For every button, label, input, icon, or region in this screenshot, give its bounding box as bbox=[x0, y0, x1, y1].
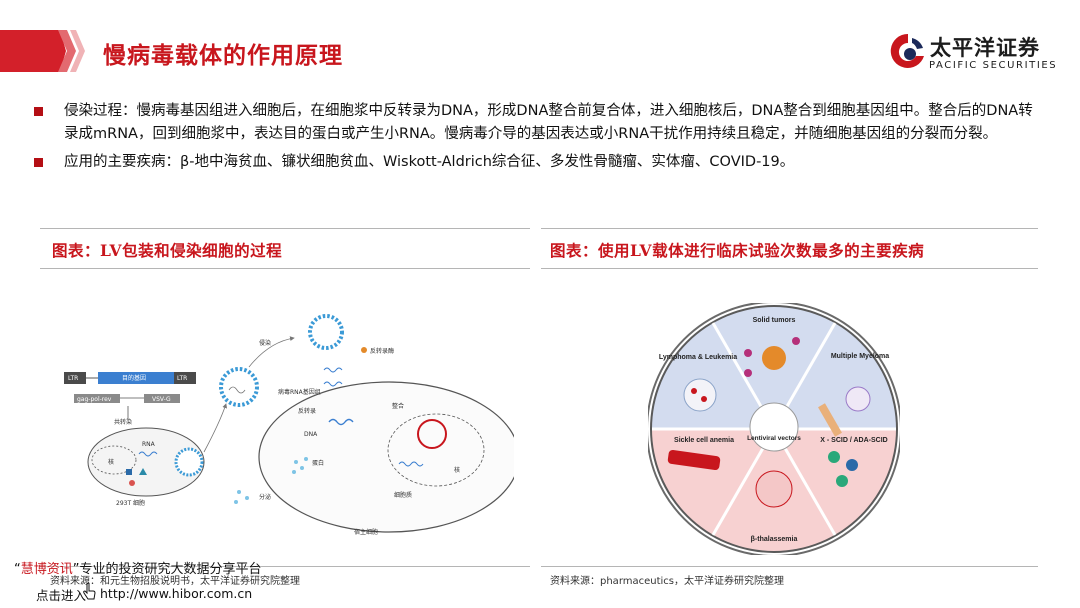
producer-cell-293t: 核 RNA bbox=[87, 427, 205, 497]
segment-label-thalassemia: β-thalassemia bbox=[751, 536, 798, 543]
bullet-infection-process: 侵染过程：慢病毒基因组进入细胞后，在细胞浆中反转录为DNA，形成DNA整合前复合… bbox=[34, 100, 1040, 145]
host-cell-label: 宿主细胞 bbox=[354, 528, 378, 536]
released-virus bbox=[219, 367, 259, 407]
lymphoma-blood-icon bbox=[683, 378, 717, 412]
integrate-label: 整合 bbox=[392, 402, 404, 410]
center-label: Lentiviral vectors bbox=[747, 435, 801, 442]
disease-wheel-diagram: Solid tumors Multiple Myeloma X - SCID /… bbox=[648, 303, 900, 555]
pacific-securities-logo-icon bbox=[890, 33, 924, 68]
watermark-url-link[interactable]: http://www.hibor.com.cn bbox=[100, 586, 253, 601]
segment-label-multiple-myeloma: Multiple Myeloma bbox=[831, 353, 889, 360]
cytoplasm-label: 细胞质 bbox=[394, 491, 412, 499]
logo-name-cn: 太平洋证券 bbox=[930, 36, 1040, 60]
gag-pol-label: gag-pol-rev bbox=[77, 396, 112, 403]
cotransfect-label: 共转染 bbox=[114, 418, 132, 426]
solid-tumor-cells-icon bbox=[744, 337, 800, 377]
left-panel-title: 图表：LV包装和侵染细胞的过程 bbox=[52, 241, 283, 260]
watermark-brand: 慧博资讯 bbox=[20, 562, 73, 577]
reverse-transcriptase-label: 反转录酶 bbox=[370, 347, 394, 355]
bullet-main-diseases: 应用的主要疾病：β-地中海贫血、镰状细胞贫血、Wiskott-Aldrich综合… bbox=[34, 151, 1040, 174]
secrete-label: 分泌 bbox=[259, 493, 271, 501]
budding-virus bbox=[174, 447, 204, 477]
pointer-hand-icon bbox=[83, 582, 96, 600]
ltr-left-label: LTR bbox=[68, 375, 78, 382]
sickle-cell-vessel-icon bbox=[667, 449, 721, 471]
left-panel-top-rule bbox=[40, 228, 530, 229]
page-title: 慢病毒载体的作用原理 bbox=[103, 42, 343, 69]
lv-packaging-diagram: LTR 目的基因 LTR gag-pol-rev VSV-G 共转染 核 RNA… bbox=[64, 314, 514, 536]
watermark-tagline: ”专业的投资研究大数据分享平台 bbox=[72, 562, 262, 577]
bullet-text: 侵染过程：慢病毒基因组进入细胞后，在细胞浆中反转录为DNA，形成DNA整合前复合… bbox=[64, 103, 1033, 142]
right-panel-title: 图表：使用LV载体进行临床试验次数最多的主要疾病 bbox=[550, 241, 925, 260]
rna-label: RNA bbox=[142, 441, 156, 448]
bullet-list: 侵染过程：慢病毒基因组进入细胞后，在细胞浆中反转录为DNA，形成DNA整合前复合… bbox=[34, 100, 1040, 174]
nucleus-label: 核 bbox=[108, 458, 114, 466]
left-panel-bottom-rule bbox=[40, 566, 530, 567]
vsvg-label: VSV-G bbox=[152, 396, 171, 403]
transfer-plasmid: LTR 目的基因 LTR bbox=[64, 372, 196, 384]
producer-cell-label: 293T 细胞 bbox=[116, 499, 145, 507]
left-panel-title-rule bbox=[40, 268, 530, 269]
reverse-transcription-label: 反转录 bbox=[298, 407, 316, 415]
right-panel-title-rule bbox=[541, 268, 1038, 269]
left-panel-source: 资料来源：和元生物招股说明书，太平洋证券研究院整理 bbox=[50, 576, 300, 587]
segment-label-lymphoma: Lymphoma & Leukemia bbox=[659, 354, 737, 361]
host-nucleus-label: 核 bbox=[454, 466, 460, 474]
right-panel-top-rule bbox=[541, 228, 1038, 229]
watermark-line-1: “慧博资讯”专业的投资研究大数据分享平台 bbox=[14, 558, 262, 577]
segment-label-solid-tumors: Solid tumors bbox=[753, 317, 796, 324]
viral-rna-genome-label: 病毒RNA基因组 bbox=[278, 388, 321, 396]
header-arrow-decoration bbox=[0, 30, 85, 72]
logo-name-en: PACIFIC SECURITIES bbox=[929, 60, 1058, 71]
segment-label-scid: X - SCID / ADA-SCID bbox=[820, 437, 887, 444]
bullet-text: 应用的主要疾病：β-地中海贫血、镰状细胞贫血、Wiskott-Aldrich综合… bbox=[64, 154, 795, 170]
infect-label: 侵染 bbox=[259, 339, 271, 347]
center-hub bbox=[749, 402, 799, 452]
target-gene-label: 目的基因 bbox=[122, 374, 146, 382]
bullet-square-icon bbox=[34, 158, 43, 167]
right-panel-source: 资料来源：pharmaceutics，太平洋证券研究院整理 bbox=[550, 576, 785, 587]
segment-label-sickle-cell: Sickle cell anemia bbox=[674, 437, 734, 444]
myeloma-bone-icon bbox=[818, 386, 871, 437]
protein-label: 蛋白 bbox=[312, 459, 324, 467]
watermark-click-text[interactable]: 点击进入 bbox=[36, 588, 87, 603]
bullet-square-icon bbox=[34, 107, 43, 116]
dna-label: DNA bbox=[304, 431, 318, 438]
ltr-right-label: LTR bbox=[177, 375, 187, 382]
thalassemia-cell-icon bbox=[755, 470, 793, 508]
right-panel-bottom-rule bbox=[541, 566, 1038, 567]
packaging-plasmids: gag-pol-rev VSV-G bbox=[74, 394, 180, 403]
host-cell bbox=[234, 314, 514, 533]
scid-cells-icon bbox=[828, 451, 858, 487]
company-logo: 太平洋证券 PACIFIC SECURITIES bbox=[888, 30, 1058, 76]
watermark-quote: “ bbox=[14, 562, 21, 577]
